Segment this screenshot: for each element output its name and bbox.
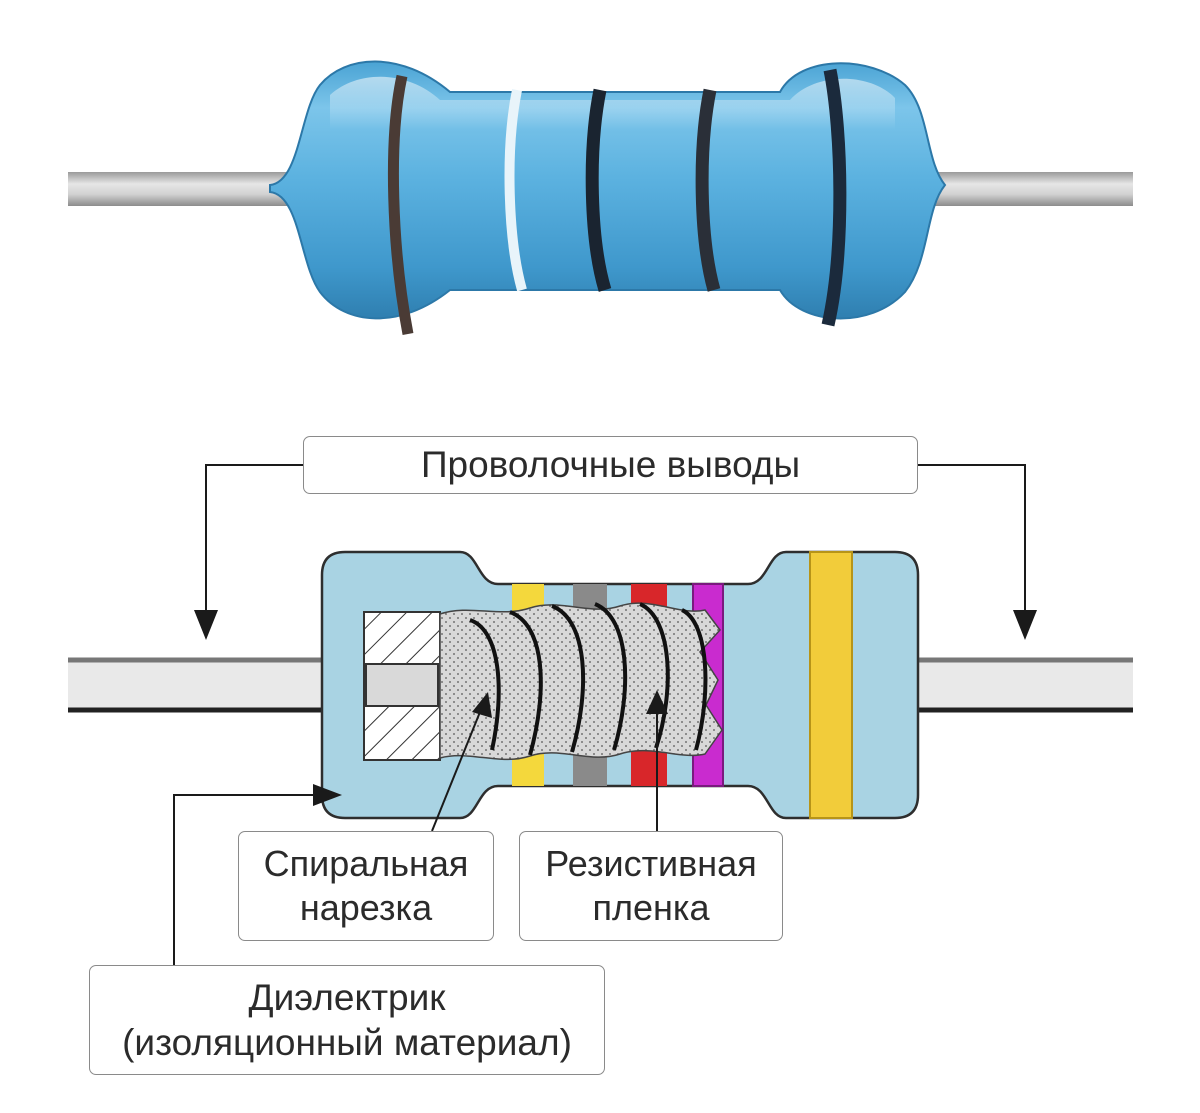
callout-lines	[173, 464, 1026, 965]
arrow-spiral	[472, 692, 492, 718]
label-dielectric-line2: (изоляционный материал)	[122, 1022, 572, 1063]
label-dielectric: Диэлектрик (изоляционный материал)	[89, 965, 605, 1075]
resistor-photo	[68, 60, 1133, 336]
label-resistive-film: Резистивная пленка	[519, 831, 783, 941]
band-1-photo	[387, 74, 414, 336]
band-2-photo	[504, 89, 527, 292]
diagram-right-lead	[915, 660, 1133, 710]
diagram-left-lead	[68, 660, 323, 710]
label-wire-leads-text: Проволочные выводы	[420, 444, 801, 486]
ceramic-core	[439, 602, 723, 761]
band-4-photo	[695, 88, 721, 292]
arrowheads	[194, 610, 1037, 806]
band-5-photo	[821, 68, 847, 327]
band-3-photo	[585, 88, 612, 292]
left-lead-wire	[68, 172, 298, 206]
end-cap-lead-slot	[365, 663, 439, 707]
band-yellow-tolerance	[809, 551, 853, 819]
label-dielectric-line1: Диэлектрик	[248, 976, 446, 1018]
arrow-left-lead	[194, 610, 218, 640]
label-resistive-film-line2: пленка	[592, 887, 710, 928]
body-highlight	[330, 76, 895, 130]
label-resistive-film-line1: Резистивная	[545, 843, 757, 885]
label-spiral-cut-line1: Спиральная	[263, 843, 469, 885]
resistor-cutaway	[68, 464, 1133, 965]
arrow-film	[646, 690, 668, 714]
label-wire-leads: Проволочные выводы	[303, 436, 918, 494]
label-spiral-cut: Спиральная нарезка	[238, 831, 494, 941]
label-spiral-cut-line2: нарезка	[299, 887, 433, 928]
spiral-cut	[469, 602, 708, 756]
arrow-dielectric	[313, 784, 342, 806]
arrow-right-lead	[1013, 610, 1037, 640]
